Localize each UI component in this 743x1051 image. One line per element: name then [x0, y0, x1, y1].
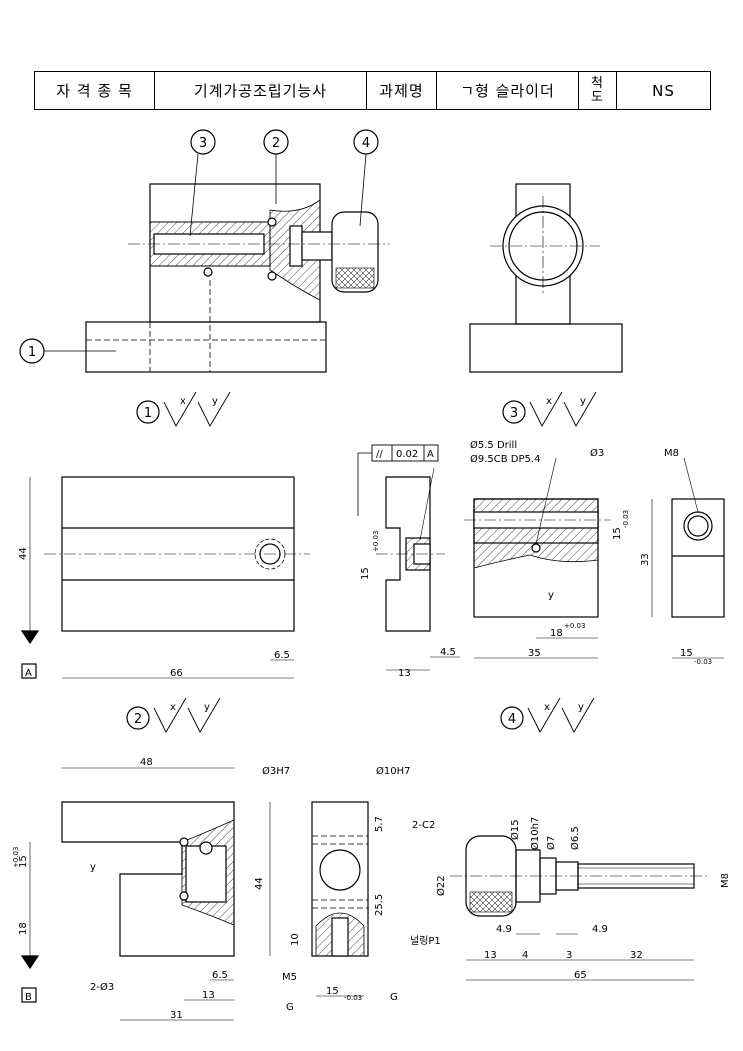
- svg-text:44: 44: [18, 547, 29, 560]
- field-value: 기계가공조립기능사: [155, 72, 367, 109]
- svg-text:4.9: 4.9: [496, 924, 512, 935]
- title-block: 자 격 종 목 기계가공조립기능사 과제명 ㄱ형 슬라이더 척 도 NS: [34, 71, 711, 110]
- drill-note-1: Ø5.5 Drill: [470, 439, 517, 451]
- svg-text:6.5: 6.5: [212, 970, 228, 981]
- svg-text:3: 3: [566, 950, 572, 961]
- scale-value: NS: [652, 81, 675, 100]
- balloons: [19, 129, 379, 364]
- svg-text:y: y: [90, 862, 96, 873]
- drawing-labels: 3 2 4 1 1 3 2 4 x y x y x y x y // 0.02 …: [12, 136, 731, 1021]
- svg-text:A: A: [25, 668, 32, 679]
- svg-text:x: x: [546, 396, 552, 407]
- svg-text:35: 35: [528, 648, 541, 659]
- svg-text:Ø7: Ø7: [545, 836, 557, 850]
- svg-text:x: x: [544, 702, 550, 713]
- svg-text:10: 10: [290, 933, 301, 946]
- label-part1: 1: [144, 406, 152, 421]
- part3-view: [464, 498, 610, 618]
- svg-text:M8: M8: [720, 873, 731, 888]
- assembly-front-view: [85, 183, 390, 373]
- svg-text:15: 15: [326, 986, 339, 997]
- balloon-4: 1: [28, 345, 36, 360]
- task-value: ㄱ형 슬라이더: [437, 72, 579, 109]
- scale-label: 척 도: [579, 72, 617, 109]
- svg-text:44: 44: [254, 877, 265, 890]
- svg-text:+0.03: +0.03: [12, 847, 20, 868]
- svg-text:+0.03: +0.03: [372, 531, 380, 552]
- svg-text:13: 13: [398, 668, 411, 679]
- svg-text:31: 31: [170, 1010, 183, 1021]
- part4-thread: M8: [664, 448, 679, 459]
- svg-text:y: y: [548, 590, 554, 601]
- svg-text:Ø22: Ø22: [435, 875, 447, 896]
- svg-text:y: y: [212, 396, 218, 407]
- gt-symbol: //: [376, 449, 383, 460]
- svg-text:Ø6.5: Ø6.5: [569, 826, 581, 850]
- svg-text:x: x: [170, 702, 176, 713]
- svg-text:y: y: [580, 396, 586, 407]
- svg-text:32: 32: [630, 950, 643, 961]
- drill-note-2: Ø9.5CB DP5.4: [470, 453, 540, 465]
- svg-text:5.7: 5.7: [374, 816, 385, 832]
- svg-text:+0.03: +0.03: [564, 622, 585, 630]
- svg-text:2-C2: 2-C2: [412, 820, 435, 831]
- svg-text:널링P1: 널링P1: [410, 935, 441, 947]
- label-part2: 2: [134, 712, 142, 727]
- svg-text:Ø10H7: Ø10H7: [376, 765, 410, 777]
- svg-text:x: x: [180, 396, 186, 407]
- svg-text:-0.03: -0.03: [344, 994, 362, 1002]
- part4-view: [671, 498, 725, 618]
- svg-text:y: y: [204, 702, 210, 713]
- assembly-side-view: [469, 183, 623, 373]
- svg-text:18: 18: [18, 922, 29, 935]
- svg-text:48: 48: [140, 757, 153, 768]
- svg-text:33: 33: [640, 553, 651, 566]
- field-label: 자 격 종 목: [35, 72, 155, 109]
- svg-text:66: 66: [170, 668, 183, 679]
- svg-text:15: 15: [680, 648, 693, 659]
- svg-text:G: G: [286, 1002, 294, 1013]
- svg-text:Ø10h7: Ø10h7: [529, 817, 541, 850]
- svg-text:4: 4: [522, 950, 528, 961]
- label-part3: 3: [510, 406, 518, 421]
- dimension-lines: [29, 477, 724, 1021]
- gt-datum: A: [427, 449, 434, 460]
- shaft-view: [450, 835, 710, 917]
- part1-side-view: [311, 801, 369, 957]
- part1-front-view: [61, 801, 235, 957]
- svg-text:15: 15: [612, 527, 623, 540]
- balloon-2: 2: [272, 136, 280, 151]
- svg-text:2-Ø3: 2-Ø3: [90, 981, 114, 993]
- svg-text:4.9: 4.9: [592, 924, 608, 935]
- svg-text:4.5: 4.5: [440, 647, 456, 658]
- part2-side-view: [376, 476, 445, 632]
- svg-text:15: 15: [360, 567, 371, 580]
- svg-text:65: 65: [574, 970, 587, 981]
- balloon-1: 3: [199, 136, 207, 151]
- svg-text:G: G: [390, 992, 398, 1003]
- svg-text:-0.03: -0.03: [694, 658, 712, 666]
- label-part4: 4: [508, 712, 516, 727]
- task-label: 과제명: [367, 72, 437, 109]
- svg-text:13: 13: [202, 990, 215, 1001]
- svg-text:25.5: 25.5: [374, 894, 385, 916]
- part3-hole: Ø3: [590, 447, 604, 459]
- svg-text:B: B: [25, 992, 32, 1003]
- svg-text:13: 13: [484, 950, 497, 961]
- svg-text:15: 15: [18, 855, 29, 868]
- svg-text:M5: M5: [282, 972, 297, 983]
- svg-text:Ø15: Ø15: [509, 819, 521, 840]
- svg-text:Ø3H7: Ø3H7: [262, 765, 290, 777]
- svg-text:y: y: [578, 702, 584, 713]
- part2-front-view: [44, 476, 310, 632]
- svg-text:-0.03: -0.03: [622, 510, 630, 528]
- balloon-3: 4: [362, 136, 370, 151]
- gt-value: 0.02: [396, 449, 418, 460]
- svg-text:6.5: 6.5: [274, 650, 290, 661]
- svg-text:18: 18: [550, 628, 563, 639]
